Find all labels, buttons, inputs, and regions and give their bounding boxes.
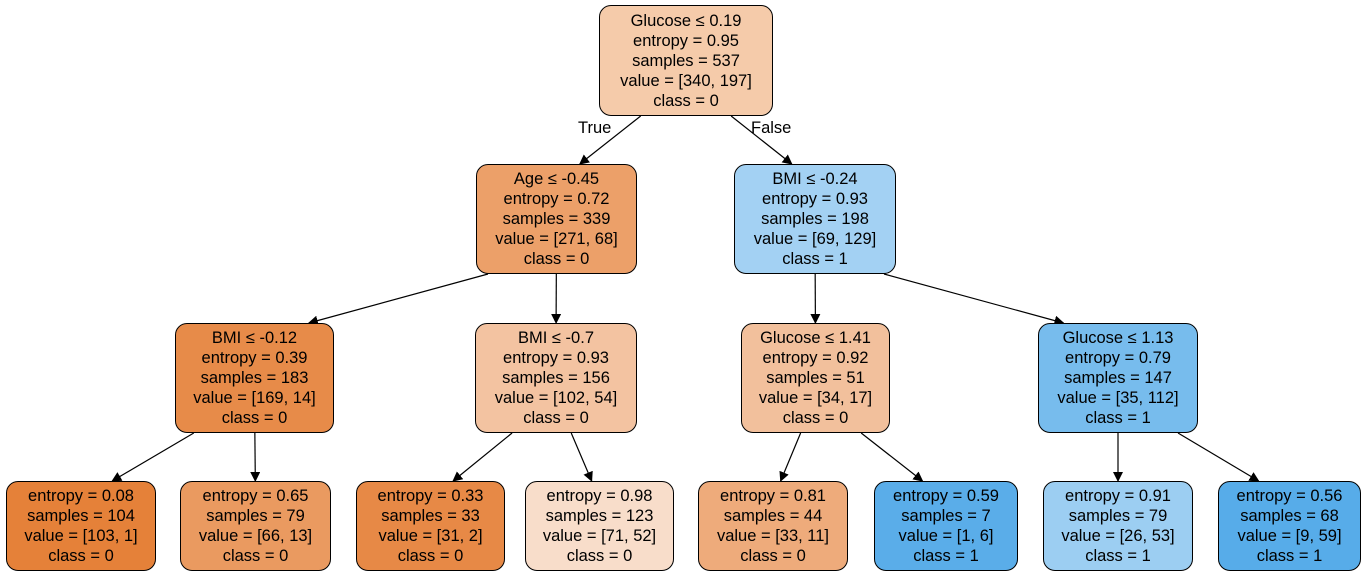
- node-value: value = [35, 112]: [1057, 389, 1179, 407]
- node-value: value = [1, 6]: [898, 527, 994, 545]
- node-entropy: entropy = 0.65: [202, 487, 309, 505]
- node-samples: samples = 7: [901, 507, 991, 525]
- node-split-condition: BMI ≤ -0.7: [518, 329, 594, 347]
- node-class: class = 0: [221, 409, 288, 427]
- node-entropy: entropy = 0.98: [546, 487, 653, 505]
- tree-node-bmi-split-b: BMI ≤ -0.7 entropy = 0.93 samples = 156 …: [475, 323, 637, 433]
- node-entropy: entropy = 0.59: [893, 487, 999, 505]
- node-class: class = 1: [782, 250, 848, 268]
- tree-node-bmi-split-a: BMI ≤ -0.12 entropy = 0.39 samples = 183…: [175, 323, 334, 433]
- node-entropy: entropy = 0.56: [1236, 487, 1343, 505]
- node-value: value = [33, 11]: [716, 527, 830, 545]
- node-class: class = 1: [1256, 547, 1323, 565]
- node-entropy: entropy = 0.93: [762, 190, 868, 208]
- node-class: class = 0: [397, 547, 464, 565]
- tree-leaf-6: entropy = 0.59 samples = 7 value = [1, 6…: [874, 481, 1018, 571]
- node-samples: samples = 33: [381, 507, 480, 525]
- tree-node-bmi-split-right: BMI ≤ -0.24 entropy = 0.93 samples = 198…: [734, 164, 896, 274]
- node-split-condition: BMI ≤ -0.12: [211, 329, 298, 347]
- tree-edge-n1-n3: [307, 273, 489, 326]
- tree-edge-root-n1: [579, 115, 642, 165]
- true-edge-label: True: [578, 119, 612, 137]
- node-entropy: entropy = 0.91: [1065, 487, 1171, 505]
- node-samples: samples = 68: [1240, 507, 1339, 525]
- node-samples: samples = 123: [545, 507, 654, 525]
- node-class: class = 0: [523, 409, 589, 427]
- tree-edge-n6-l8: [1177, 432, 1260, 482]
- node-value: value = [169, 14]: [193, 389, 316, 407]
- tree-leaf-8: entropy = 0.56 samples = 68 value = [9, …: [1218, 481, 1361, 571]
- node-split-condition: Age ≤ -0.45: [513, 170, 600, 188]
- node-class: class = 0: [222, 547, 289, 565]
- node-entropy: entropy = 0.39: [201, 349, 308, 367]
- tree-leaf-7: entropy = 0.91 samples = 79 value = [26,…: [1043, 481, 1193, 571]
- node-split-condition: Glucose ≤ 1.41: [760, 329, 871, 347]
- node-class: class = 0: [48, 547, 114, 565]
- node-entropy: entropy = 0.81: [720, 487, 826, 505]
- node-samples: samples = 51: [766, 369, 865, 387]
- node-value: value = [103, 1]: [24, 527, 138, 545]
- node-samples: samples = 104: [27, 507, 135, 525]
- tree-leaf-5: entropy = 0.81 samples = 44 value = [33,…: [698, 481, 848, 571]
- node-value: value = [66, 13]: [198, 527, 313, 545]
- tree-edge-n5-l5: [779, 432, 802, 482]
- node-value: value = [340, 197]: [620, 71, 752, 90]
- node-class: class = 1: [1085, 547, 1151, 565]
- node-class: class = 0: [740, 547, 806, 565]
- node-class: class = 0: [523, 250, 590, 268]
- node-value: value = [102, 54]: [494, 389, 618, 407]
- node-class: class = 0: [566, 547, 633, 565]
- node-entropy: entropy = 0.95: [633, 31, 739, 50]
- node-value: value = [71, 52]: [542, 527, 657, 545]
- node-entropy: entropy = 0.79: [1065, 349, 1171, 367]
- node-samples: samples = 339: [502, 210, 611, 228]
- node-samples: samples = 537: [632, 51, 740, 70]
- tree-node-age-split: Age ≤ -0.45 entropy = 0.72 samples = 339…: [476, 164, 637, 274]
- node-entropy: entropy = 0.08: [28, 487, 134, 505]
- node-entropy: entropy = 0.72: [503, 190, 610, 208]
- tree-edge-n3-l1: [111, 432, 195, 482]
- tree-leaf-1: entropy = 0.08 samples = 104 value = [10…: [6, 481, 156, 571]
- node-samples: samples = 198: [761, 210, 869, 228]
- tree-node-root: Glucose ≤ 0.19 entropy = 0.95 samples = …: [599, 5, 773, 116]
- node-split-condition: Glucose ≤ 0.19: [630, 11, 742, 30]
- tree-leaf-3: entropy = 0.33 samples = 33 value = [31,…: [356, 481, 505, 571]
- node-samples: samples = 147: [1064, 369, 1172, 387]
- node-value: value = [271, 68]: [495, 230, 618, 248]
- tree-edge-n4-l4: [570, 432, 593, 482]
- node-samples: samples = 79: [1068, 507, 1168, 525]
- node-value: value = [34, 17]: [758, 389, 873, 407]
- node-split-condition: BMI ≤ -0.24: [772, 170, 858, 188]
- node-samples: samples = 183: [200, 369, 309, 387]
- node-samples: samples = 44: [723, 507, 823, 525]
- node-split-condition: Glucose ≤ 1.13: [1062, 329, 1174, 347]
- tree-leaf-4: entropy = 0.98 samples = 123 value = [71…: [525, 481, 674, 571]
- node-class: class = 1: [1085, 409, 1151, 427]
- tree-edge-n5-l6: [860, 432, 924, 482]
- tree-node-glucose-split-a: Glucose ≤ 1.41 entropy = 0.92 samples = …: [741, 323, 890, 433]
- node-entropy: entropy = 0.33: [377, 487, 484, 505]
- false-edge-label: False: [751, 119, 792, 137]
- node-samples: samples = 156: [502, 369, 610, 387]
- node-class: class = 1: [913, 547, 979, 565]
- node-entropy: entropy = 0.93: [503, 349, 609, 367]
- node-value: value = [31, 2]: [378, 527, 483, 545]
- tree-leaf-2: entropy = 0.65 samples = 79 value = [66,…: [180, 481, 331, 571]
- node-value: value = [9, 59]: [1237, 527, 1342, 545]
- node-value: value = [69, 129]: [753, 230, 877, 248]
- tree-edge-n2-n6: [883, 273, 1065, 326]
- tree-edge-n4-l3: [452, 432, 513, 482]
- tree-node-glucose-split-b: Glucose ≤ 1.13 entropy = 0.79 samples = …: [1038, 323, 1198, 433]
- node-value: value = [26, 53]: [1061, 527, 1175, 545]
- node-entropy: entropy = 0.92: [762, 349, 869, 367]
- node-class: class = 0: [653, 91, 719, 110]
- node-class: class = 0: [782, 409, 849, 427]
- node-samples: samples = 79: [206, 507, 305, 525]
- tree-edge-root-n2: [730, 115, 793, 165]
